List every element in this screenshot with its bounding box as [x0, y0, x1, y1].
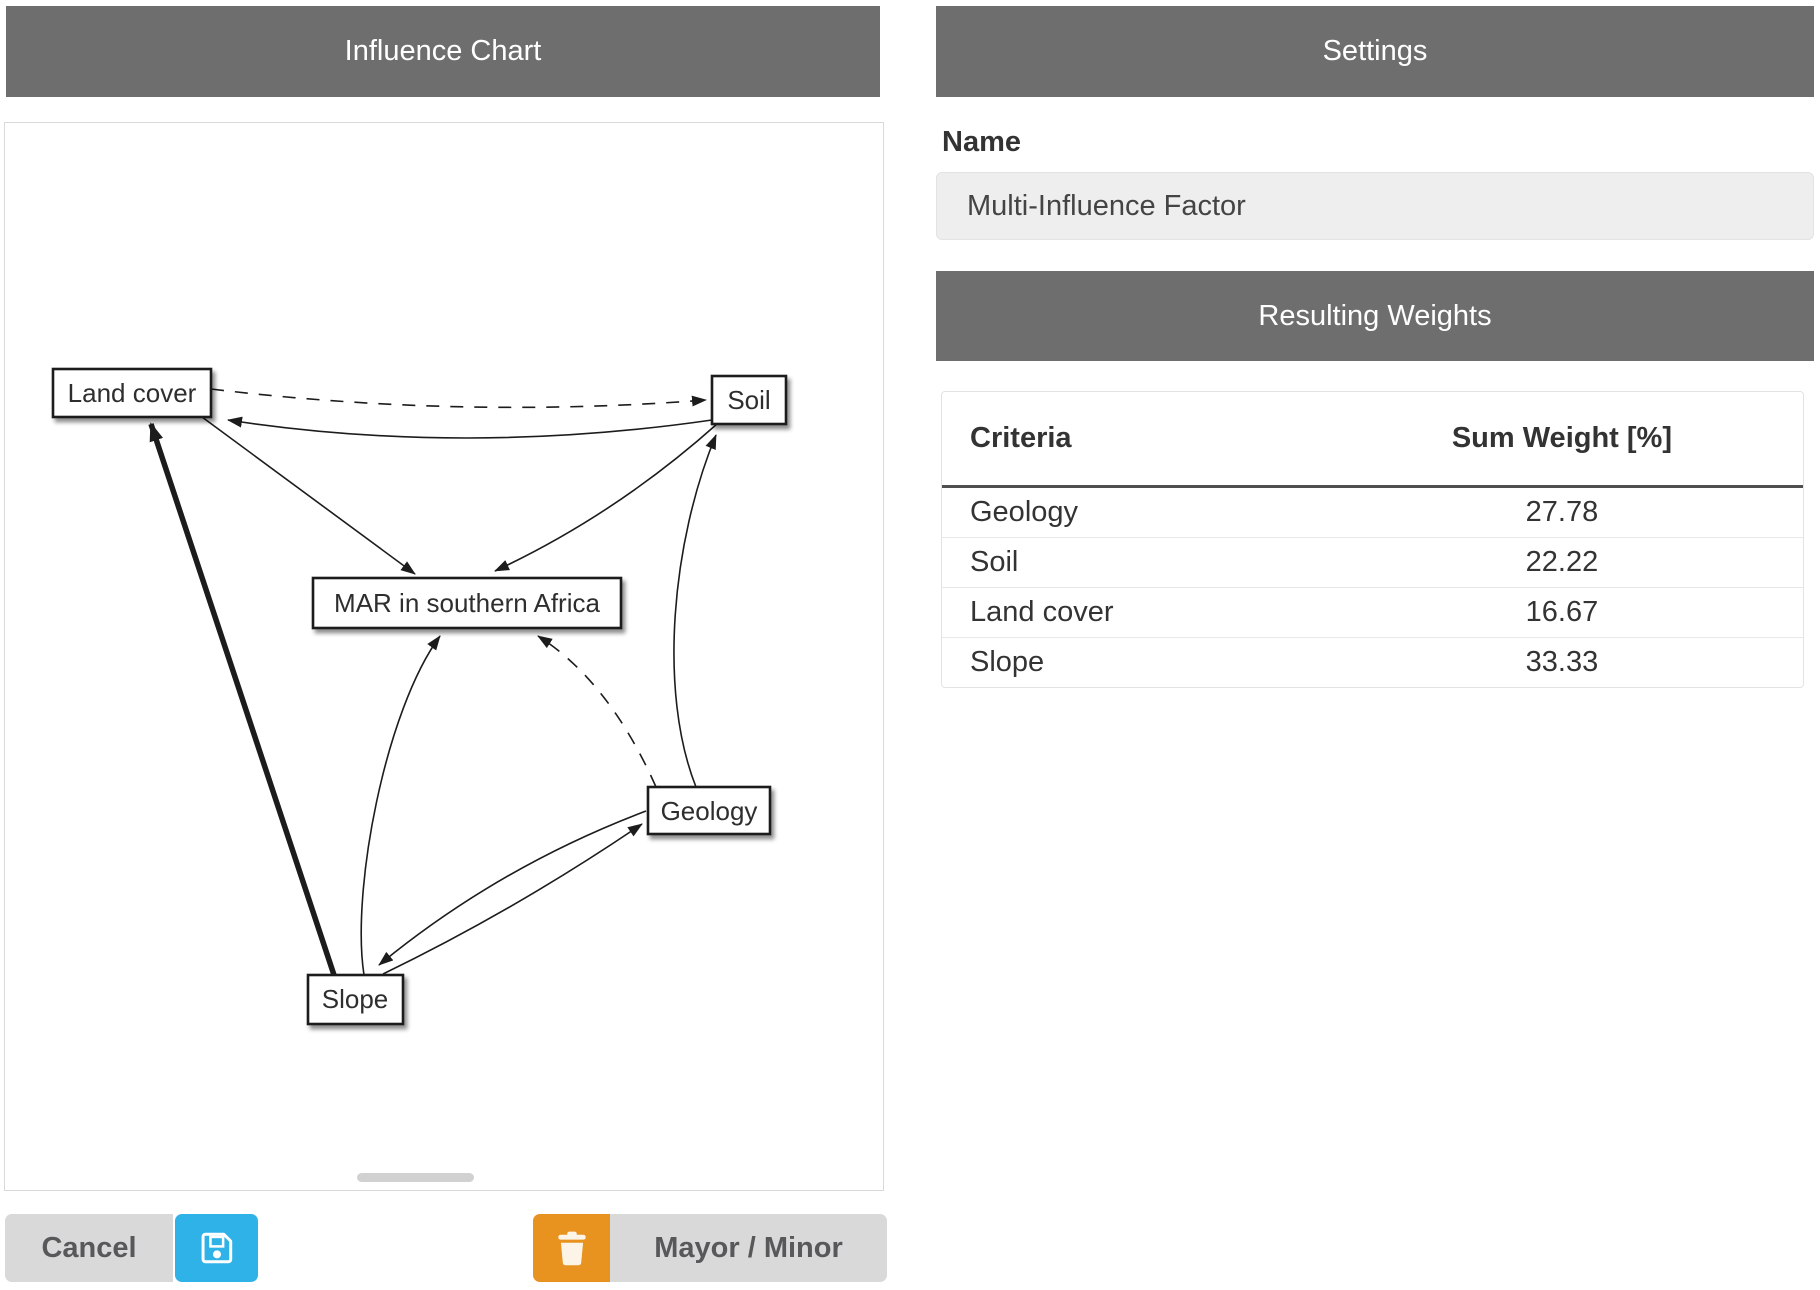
svg-text:Geology: Geology: [661, 796, 758, 826]
horizontal-scrollbar-thumb[interactable]: [357, 1173, 474, 1182]
criteria-cell: Land cover: [942, 587, 1321, 638]
criteria-cell: Geology: [970, 496, 1079, 528]
weight-cell: 16.67: [1320, 587, 1803, 638]
influence-graph: Land cover Soil MAR in southern Africa G…: [51, 367, 788, 1026]
node-slope[interactable]: Slope: [306, 973, 405, 1026]
table-row: Slope 33.33: [942, 637, 1803, 687]
weight-cell: 33.33: [1320, 637, 1803, 687]
name-input[interactable]: [936, 172, 1814, 240]
mayor-minor-button[interactable]: Mayor / Minor: [610, 1214, 887, 1282]
criteria-column-header: Criteria: [942, 392, 1321, 488]
svg-text:Slope: Slope: [322, 984, 389, 1014]
node-soil[interactable]: Soil: [710, 374, 788, 426]
table-row: Soil 22.22: [942, 537, 1803, 588]
edge-soil-to-mar[interactable]: [494, 423, 718, 572]
cancel-button[interactable]: Cancel: [5, 1214, 173, 1282]
table-row: Geology 27.78: [942, 487, 1803, 538]
weight-cell: 27.78: [1525, 496, 1599, 528]
criteria-cell: Slope: [942, 637, 1321, 687]
weights-table: Criteria Sum Weight [%] Geology 27.78 So…: [941, 391, 1804, 688]
weight-cell: 22.22: [1320, 537, 1803, 588]
edge-slope-to-geology[interactable]: [382, 823, 643, 975]
influence-chart-canvas[interactable]: Land cover Soil MAR in southern Africa G…: [4, 122, 884, 1191]
edge-geology-to-soil[interactable]: [673, 434, 717, 788]
svg-text:Land cover: Land cover: [68, 378, 197, 408]
delete-button[interactable]: [533, 1214, 610, 1282]
settings-title: Settings: [936, 6, 1814, 97]
trash-icon: [556, 1229, 588, 1267]
name-label: Name: [942, 126, 1021, 158]
influence-chart-title: Influence Chart: [6, 6, 880, 97]
edge-slope-to-land-cover[interactable]: [148, 422, 337, 976]
node-land-cover[interactable]: Land cover: [51, 367, 213, 419]
sum-weight-column-header: Sum Weight [%]: [1320, 392, 1803, 488]
svg-text:MAR in southern Africa: MAR in southern Africa: [334, 588, 600, 618]
edge-land-cover-to-mar[interactable]: [201, 416, 416, 575]
edge-geology-to-slope[interactable]: [378, 810, 647, 966]
edge-land-cover-to-soil[interactable]: [210, 388, 707, 409]
svg-text:Soil: Soil: [727, 385, 770, 415]
save-button[interactable]: [175, 1214, 258, 1282]
edge-soil-to-land-cover[interactable]: [227, 416, 713, 439]
node-mar[interactable]: MAR in southern Africa: [311, 576, 623, 630]
table-row: Land cover 16.67: [942, 587, 1803, 638]
node-geology[interactable]: Geology: [646, 785, 772, 836]
weights-table-header-row: Criteria Sum Weight [%]: [942, 392, 1803, 488]
edge-slope-to-mar[interactable]: [360, 635, 441, 976]
floppy-disk-icon: [198, 1229, 236, 1267]
resulting-weights-title: Resulting Weights: [936, 271, 1814, 361]
edge-geology-to-mar[interactable]: [537, 635, 657, 788]
criteria-cell: Soil: [942, 537, 1321, 588]
